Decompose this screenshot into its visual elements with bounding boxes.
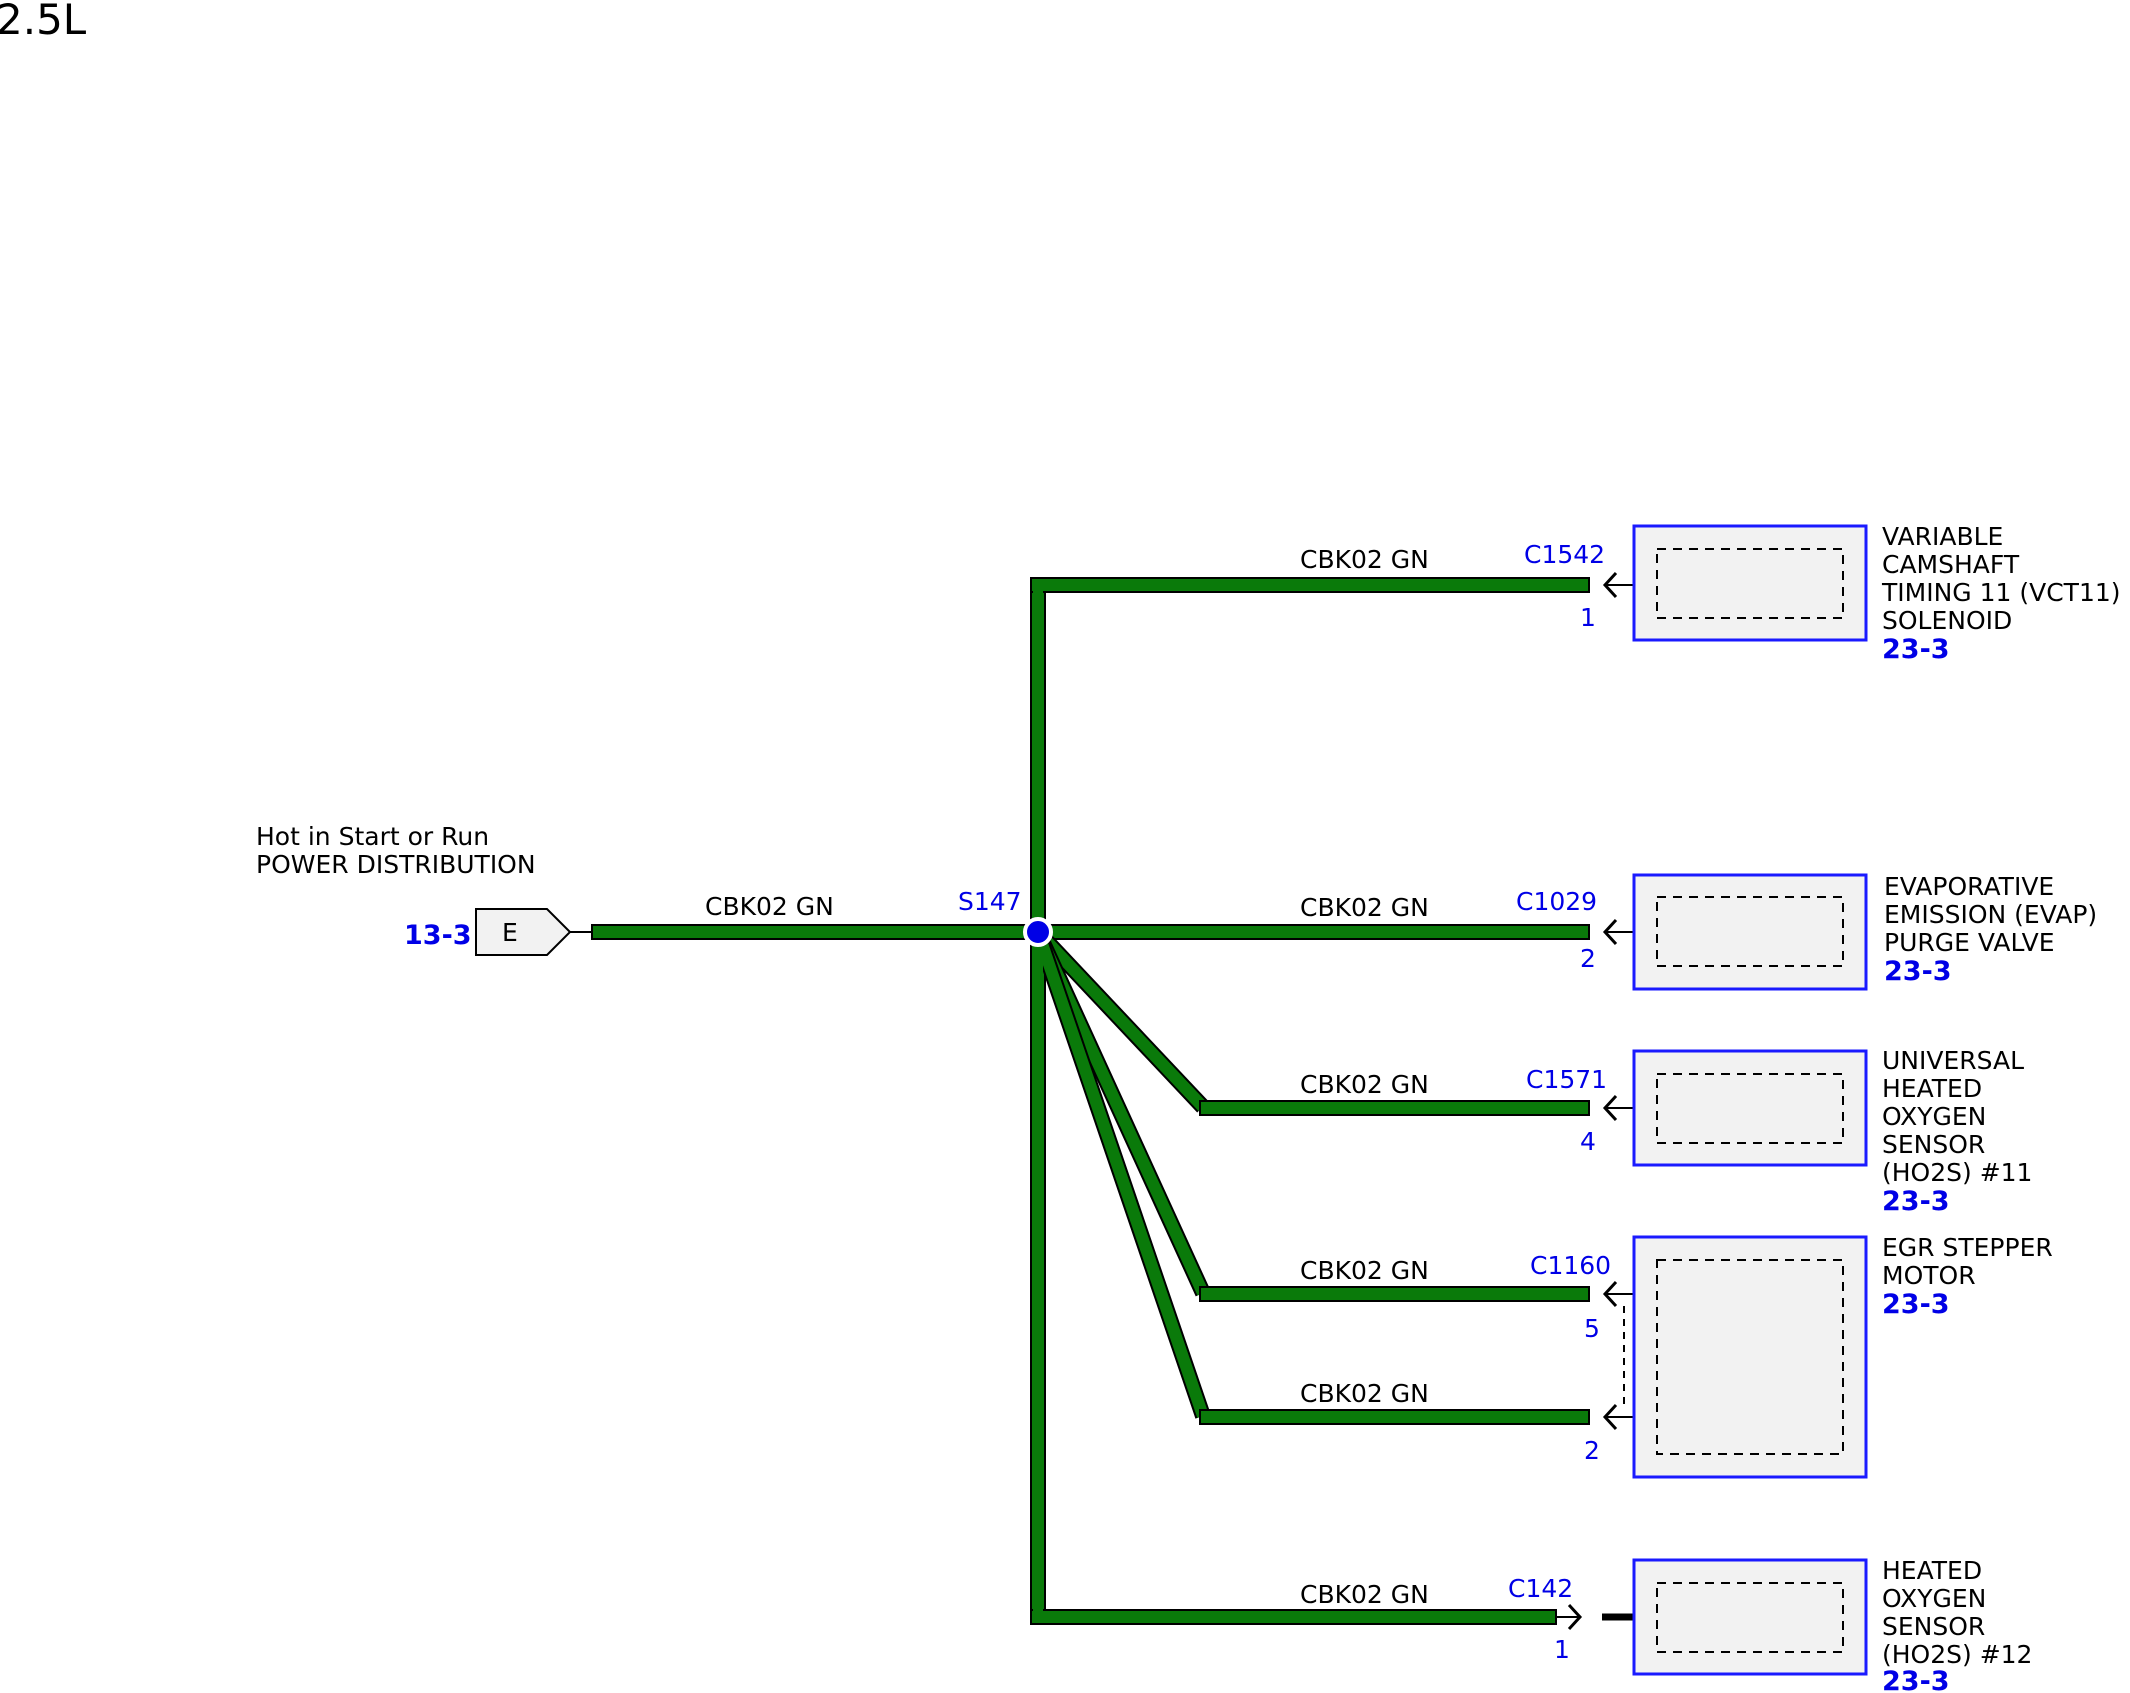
wire-branch-c1571 xyxy=(1199,1100,1590,1116)
wire-label: CBK02 GN xyxy=(1300,1256,1429,1285)
wire-branch-c1160 xyxy=(1199,1286,1590,1302)
connector-id: C1029 xyxy=(1516,887,1597,916)
connector-id: C142 xyxy=(1508,1574,1573,1603)
component-name-line: EVAPORATIVE xyxy=(1884,872,2054,901)
wire-branch-c142 xyxy=(1030,1609,1557,1625)
source-connector-shape xyxy=(475,908,572,956)
wire-label-feed: CBK02 GN xyxy=(705,892,834,921)
wire-label: CBK02 GN xyxy=(1300,1379,1429,1408)
component-name-line: (HO2S) #12 xyxy=(1882,1640,2032,1669)
wire-label: CBK02 GN xyxy=(1300,1580,1429,1609)
diagram-title: 2.5L xyxy=(0,0,87,44)
connector-id: C1571 xyxy=(1526,1065,1607,1094)
component-name-line: PURGE VALVE xyxy=(1884,928,2055,957)
component-ref: 23-3 xyxy=(1882,1666,1950,1693)
source-line1: Hot in Start or Run xyxy=(256,822,489,851)
component-name-line: TIMING 11 (VCT11) xyxy=(1881,578,2121,607)
component-name-line: (HO2S) #11 xyxy=(1882,1158,2032,1187)
component-name-line: MOTOR xyxy=(1882,1261,1976,1290)
wire-label: CBK02 GN xyxy=(1300,893,1429,922)
pin-number: 1 xyxy=(1580,603,1596,632)
connector-id: C1542 xyxy=(1524,540,1605,569)
component-box xyxy=(1632,1049,1868,1167)
component-name-line: EMISSION (EVAP) xyxy=(1884,900,2097,929)
component-box xyxy=(1632,524,1868,642)
component-box xyxy=(1632,873,1868,991)
component-ref: 23-3 xyxy=(1882,1186,1950,1217)
component-box xyxy=(1632,1235,1868,1479)
wire-label: CBK02 GN xyxy=(1300,545,1429,574)
wire-branch-c1160-pin2-diag xyxy=(1032,930,1209,1418)
splice-dot xyxy=(1023,917,1053,947)
pin-number: 4 xyxy=(1580,1127,1596,1156)
component-name-line: CAMSHAFT xyxy=(1882,550,2020,579)
component-name-line: UNIVERSAL xyxy=(1882,1046,2024,1075)
component-box xyxy=(1632,1558,1868,1676)
component-ref: 23-3 xyxy=(1882,634,1950,665)
wire-branch-c1571-diag xyxy=(1033,927,1208,1112)
source-ref: 13-3 xyxy=(404,920,472,951)
wire-feed xyxy=(591,924,1041,940)
pin-number: 1 xyxy=(1554,1635,1570,1664)
wire-branch-c1542 xyxy=(1030,577,1590,593)
component-name-line: HEATED xyxy=(1882,1556,1982,1585)
pin-number: 2 xyxy=(1580,944,1596,973)
wire-branch-c1029 xyxy=(1039,924,1590,940)
component-name-line: VARIABLE xyxy=(1882,522,2003,551)
component-ref: 23-3 xyxy=(1882,1289,1950,1320)
component-name-line: HEATED xyxy=(1882,1074,1982,1103)
source-connector-letter: E xyxy=(502,918,518,947)
pin-number: 5 xyxy=(1584,1314,1600,1343)
wire-label: CBK02 GN xyxy=(1300,1070,1429,1099)
component-name-line: SOLENOID xyxy=(1882,606,2012,635)
splice-id: S147 xyxy=(958,887,1022,916)
pin-number: 2 xyxy=(1584,1436,1600,1465)
component-name-line: SENSOR xyxy=(1882,1612,1985,1641)
wire-branch-c1160-pin2 xyxy=(1199,1409,1590,1425)
source-line2: POWER DISTRIBUTION xyxy=(256,850,536,879)
component-name-line: OXYGEN xyxy=(1882,1584,1986,1613)
component-ref: 23-3 xyxy=(1884,956,1952,987)
component-name-line: EGR STEPPER xyxy=(1882,1233,2053,1262)
component-name-line: OXYGEN xyxy=(1882,1102,1986,1131)
connector-id: C1160 xyxy=(1530,1251,1611,1280)
component-name-line: SENSOR xyxy=(1882,1130,1985,1159)
